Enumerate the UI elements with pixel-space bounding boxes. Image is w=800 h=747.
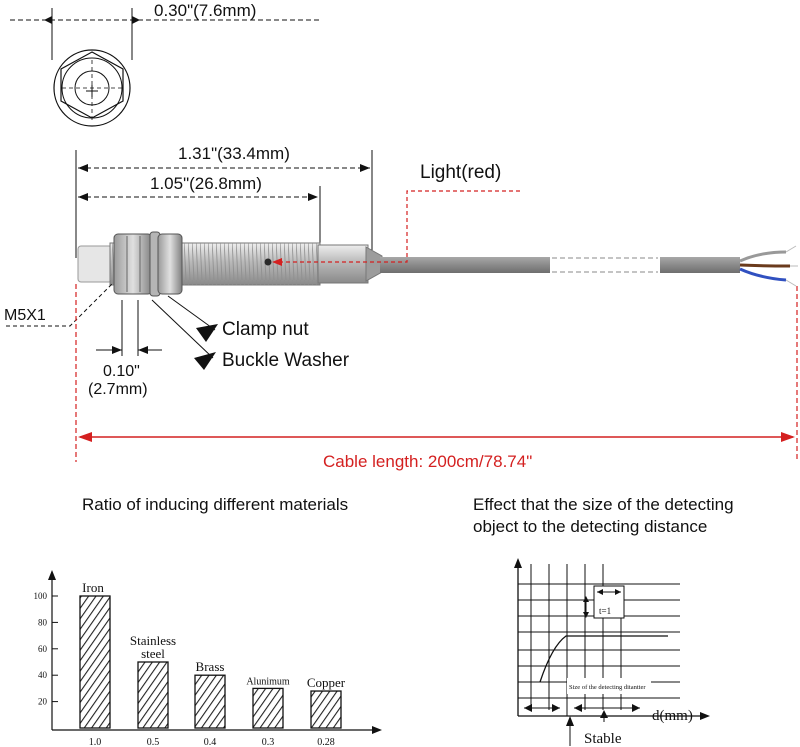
light-callout-leader xyxy=(272,190,520,266)
clamp-nut-label: Clamp nut xyxy=(222,319,309,340)
y-tick-label: 40 xyxy=(38,670,48,680)
category-label: Alunimum xyxy=(246,676,290,687)
ratio-label: 1.0 xyxy=(89,737,102,747)
inner-size-label: Size of the detecting ditantter xyxy=(569,684,646,691)
clamp-nut xyxy=(113,233,153,295)
size-distance-diagram xyxy=(514,558,710,746)
t-label: t=1 xyxy=(599,606,611,616)
category-label: Iron xyxy=(82,580,104,595)
nut-washer-leaders xyxy=(151,295,218,370)
length-dimension-lines xyxy=(75,150,373,258)
ratio-label: 0.5 xyxy=(147,737,160,747)
materials-title: Ratio of inducing different materials xyxy=(82,495,348,514)
category-label: steel xyxy=(141,646,165,661)
bar-alunimum xyxy=(252,687,284,729)
cable-length-label: Cable length: 200cm/78.74" xyxy=(323,452,532,471)
thread-spec-leader xyxy=(6,283,113,327)
cable-length-dimension xyxy=(75,284,798,462)
y-tick-label: 100 xyxy=(34,591,48,601)
end-view-drawing xyxy=(10,8,320,127)
bar-stainless-steel xyxy=(137,661,169,729)
category-label: Brass xyxy=(196,659,225,674)
ratio-label: 0.28 xyxy=(317,737,335,747)
ratio-label: 0.4 xyxy=(204,737,217,747)
bar-copper xyxy=(310,690,342,729)
category-label: Stainless xyxy=(130,633,176,648)
indicator-led xyxy=(264,258,272,266)
bar-iron xyxy=(79,595,111,729)
size-effect-title-1: Effect that the size of the detecting xyxy=(473,495,734,514)
y-tick-label: 60 xyxy=(38,644,48,654)
sensor-body xyxy=(77,231,383,297)
size-effect-title-2: object to the detecting distance xyxy=(473,517,707,536)
washer-thickness-mm: (2.7mm) xyxy=(88,381,148,398)
ratio-label: 0.3 xyxy=(262,737,275,747)
thread-length-label: 1.05"(26.8mm) xyxy=(150,174,262,193)
category-label: Copper xyxy=(307,675,346,690)
sensor-cap xyxy=(77,245,113,283)
y-tick-label: 20 xyxy=(38,697,48,707)
buckle-washer-label: Buckle Washer xyxy=(222,350,350,371)
head-width-label: 0.30"(7.6mm) xyxy=(154,1,256,20)
stable-label: Stable xyxy=(584,731,622,747)
thread-spec-label: M5X1 xyxy=(4,307,46,324)
washer-thickness-in: 0.10" xyxy=(103,363,140,380)
sensor-cable xyxy=(380,245,798,287)
d-axis-label: d(mm) xyxy=(652,708,693,724)
light-label: Light(red) xyxy=(420,162,501,183)
bar-brass xyxy=(194,674,226,729)
washer-thickness-dimension xyxy=(96,300,162,356)
total-length-label: 1.31"(33.4mm) xyxy=(178,144,290,163)
y-tick-label: 80 xyxy=(38,617,48,627)
